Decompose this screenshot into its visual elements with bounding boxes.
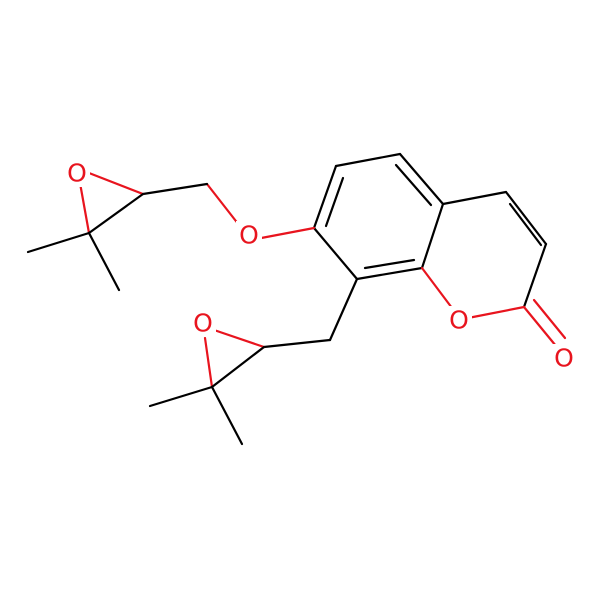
bond-lower-ch-o [212,328,266,349]
bond-c8a-c4a [420,202,445,270]
bond-c4-c3 [504,190,548,246]
atom-o-epoxide-upper: O [67,159,87,188]
bond-c8-c8a [355,266,424,281]
bond-ch2-epoxide-lower [262,338,332,349]
bond-c4a-c4 [441,190,508,206]
bond-lower-cq-methyl-a [148,385,214,408]
bond-upper-cq-methyl-b [87,231,121,292]
bond-o1-c8a [420,266,457,314]
bond-upper-ch-cq [87,192,145,235]
bond-c6-c7 [312,164,338,230]
atom-o-ether: O [239,221,259,250]
bond-c2-o1 [466,305,526,320]
bond-c5-c6 [334,152,402,168]
bond-upper-cq-methyl-a [26,231,91,254]
bond-c3-c2 [522,242,548,309]
bond-ch2-epoxide-upper [141,182,209,196]
bond-lower-o-cq [203,336,214,389]
atom-labels: O O O O O [64,159,577,373]
atom-o-ring: O [449,306,469,335]
bond-upper-o-cq [78,181,91,235]
bond-c8-ch2 [328,277,359,342]
bond-lower-cq-methyl-b [210,385,244,446]
bond-c4a-c5 [398,152,445,206]
bond-c2-carbonyl-a [522,305,558,348]
bond-c2-carbonyl-b [532,298,567,340]
bond-c5-c5-double-inner [394,163,433,207]
bond-c6-c7-double-inner [324,176,345,228]
bond-c7-c8 [312,226,359,281]
bonds [26,152,567,446]
bond-c8-c8a-double-inner [363,258,416,270]
bond-c4-c3-double-inner [508,202,543,247]
bond-o-ether-ch2 [205,182,241,227]
atom-o-carbonyl: O [554,344,574,373]
bond-upper-ch-o [87,171,145,196]
bond-c7-o-ether [254,226,316,241]
atom-o-epoxide-lower: O [193,309,213,338]
bond-lower-ch-cq [210,345,266,389]
